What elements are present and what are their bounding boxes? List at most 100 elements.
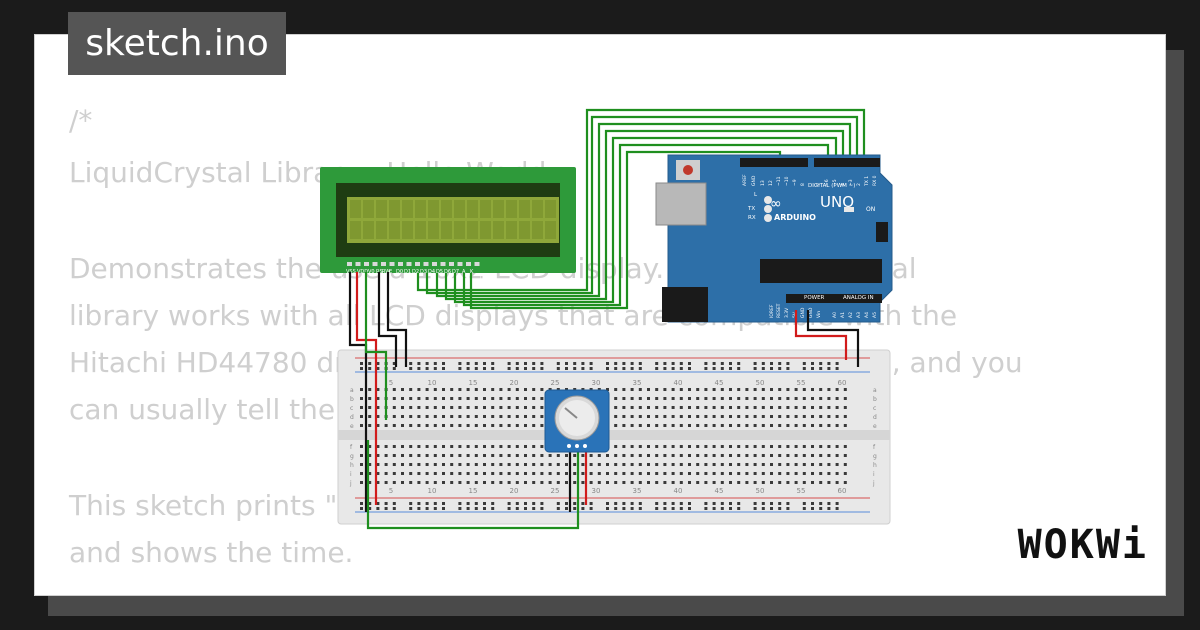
breadboard-hole	[483, 445, 486, 448]
rail-hole	[614, 362, 618, 365]
breadboard-hole	[483, 406, 486, 409]
breadboard-hole	[827, 424, 831, 427]
breadboard-hole	[671, 415, 675, 418]
breadboard-hole	[794, 445, 798, 448]
breadboard-hole	[827, 463, 831, 466]
breadboard-hole	[392, 415, 396, 418]
breadboard-hole	[827, 415, 831, 418]
breadboard-hole	[843, 454, 847, 457]
breadboard-hole	[712, 424, 716, 427]
breadboard-hole	[491, 388, 495, 391]
lcd-pin-label: D7	[452, 269, 459, 275]
breadboard-hole	[450, 445, 454, 448]
rail-hole	[581, 502, 585, 505]
breadboard-hole	[819, 406, 823, 409]
breadboard-hole	[368, 472, 372, 475]
breadboard-hole	[442, 481, 445, 484]
breadboard-hole	[606, 454, 609, 457]
breadboard-hole	[753, 406, 757, 409]
breadboard-hole	[507, 424, 511, 427]
breadboard-hole	[392, 445, 396, 448]
breadboard-hole	[466, 472, 470, 475]
rail-hole	[720, 367, 724, 370]
breadboard-hole	[761, 424, 765, 427]
breadboard-hole	[450, 481, 454, 484]
breadboard-hole	[483, 472, 486, 475]
breadboard-hole	[720, 415, 724, 418]
breadboard-hole	[843, 445, 847, 448]
breadboard-hole	[614, 463, 618, 466]
lcd-pin-header	[347, 262, 480, 266]
rail-hole	[770, 507, 773, 510]
breadboard-hole	[647, 397, 650, 400]
breadboard-hole	[630, 415, 634, 418]
arduino-uno-board[interactable]: ARDUINO UNO ∞ DIGITAL (PWM ~) ON POWER A…	[655, 154, 893, 323]
breadboard-hole	[425, 481, 429, 484]
rail-hole	[532, 507, 536, 510]
breadboard-hole	[458, 415, 462, 418]
breadboard-hole	[376, 388, 380, 391]
breadboard-hole	[368, 445, 372, 448]
rail-hole	[507, 507, 511, 510]
lcd-pin	[381, 262, 386, 266]
breadboard-hole	[442, 397, 445, 400]
lcd-pin-label: E	[389, 269, 392, 275]
breadboard-hole	[835, 406, 839, 409]
rail-hole	[663, 362, 667, 365]
breadboard-hole	[696, 415, 700, 418]
breadboard-hole	[835, 397, 839, 400]
breadboard-hole	[597, 481, 601, 484]
rail-hole	[655, 507, 659, 510]
rail-hole	[614, 507, 618, 510]
rail-hole	[778, 507, 782, 510]
rail-hole	[679, 362, 683, 365]
rail-hole	[688, 507, 691, 510]
breadboard-hole	[409, 388, 413, 391]
column-number: 50	[756, 379, 765, 387]
rail-hole	[720, 362, 724, 365]
breadboard-hole	[696, 397, 700, 400]
lcd-cell	[402, 221, 413, 239]
breadboard-hole	[442, 388, 445, 391]
lcd-cell	[493, 221, 504, 239]
rail-hole	[770, 367, 773, 370]
potentiometer[interactable]	[544, 389, 610, 453]
breadboard-hole	[450, 463, 454, 466]
breadboard-hole	[688, 454, 691, 457]
breadboard-hole	[376, 481, 380, 484]
breadboard-hole	[737, 445, 741, 448]
breadboard-hole	[540, 472, 544, 475]
breadboard-hole	[794, 415, 798, 418]
rail-hole	[474, 507, 478, 510]
breadboard-hole	[737, 472, 741, 475]
rail-hole	[729, 502, 732, 505]
breadboard-hole	[401, 388, 404, 391]
column-number: 50	[756, 487, 765, 495]
breadboard-hole	[368, 481, 372, 484]
breadboard-hole	[688, 388, 691, 391]
rail-hole	[540, 367, 544, 370]
breadboard-hole	[524, 406, 527, 409]
column-number: 20	[510, 487, 519, 495]
breadboard-hole	[688, 406, 691, 409]
lcd-cell	[467, 221, 478, 239]
lcd-pin-label: D0	[396, 269, 403, 275]
breadboard-hole	[745, 472, 749, 475]
breadboard-hole	[811, 463, 814, 466]
rail-hole	[442, 507, 445, 510]
breadboard-hole	[802, 481, 806, 484]
breadboard-hole	[417, 481, 421, 484]
breadboard-hole	[466, 424, 470, 427]
rail-hole	[811, 502, 814, 505]
rail-hole	[392, 362, 396, 365]
rail-hole	[712, 507, 716, 510]
breadboard-hole	[466, 397, 470, 400]
breadboard-hole	[581, 463, 585, 466]
breadboard-hole	[614, 388, 618, 391]
breadboard-hole	[450, 415, 454, 418]
rail-hole	[753, 367, 757, 370]
breadboard-hole	[540, 397, 544, 400]
lcd-display[interactable]: VSS VDD V0 RS RW E D0 D1 D2 D3 D4 D5 D6 …	[320, 167, 576, 281]
rail-hole	[737, 507, 741, 510]
breadboard-hole	[679, 388, 683, 391]
